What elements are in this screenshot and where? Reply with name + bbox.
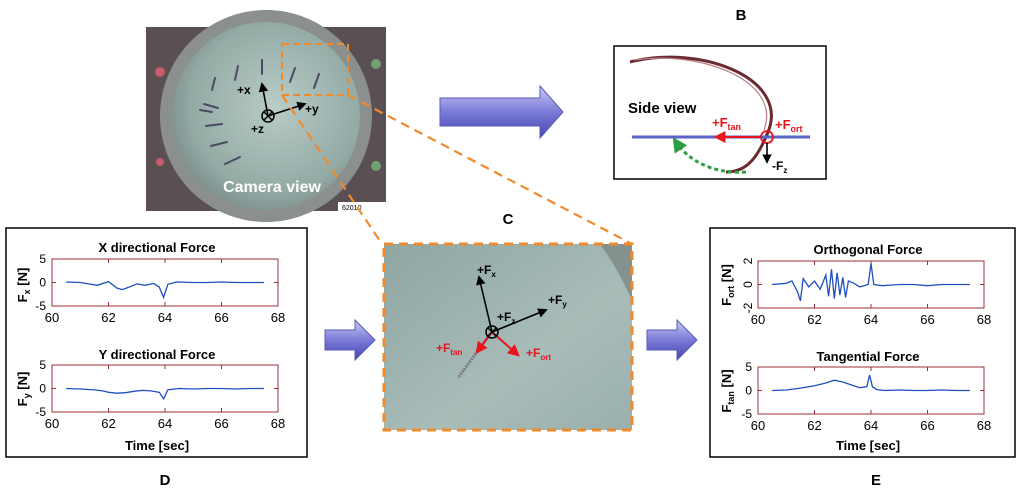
side-view-panel: Side view +Ftan +Fort -Fz: [613, 45, 827, 180]
x-tick-label: 60: [751, 418, 765, 433]
label-f-ort: +Fort: [775, 117, 803, 134]
label-ftan: +Ftan: [436, 341, 462, 357]
y-tick-label: -2: [741, 302, 755, 313]
label-fy: +Fy: [548, 293, 567, 309]
x-tick-label: 60: [45, 416, 59, 431]
x-tick-label: 68: [271, 416, 285, 431]
series-line: [772, 263, 970, 302]
x-tick-label: 66: [920, 312, 934, 327]
chart-y-force: 5 0 -560 62 64 66 68: [35, 358, 285, 431]
fy-arrow: [491, 308, 548, 333]
whisker-side-profile: [629, 55, 773, 174]
frame-number-box: [338, 202, 386, 211]
axis-label-z: +z: [251, 122, 264, 136]
label-fx: +Fx: [477, 263, 496, 279]
y-axis-label-ftan: Ftan [N]: [719, 369, 736, 412]
camera-view-caption: Camera view: [223, 179, 321, 196]
panel-label-e: E: [871, 472, 881, 489]
x-tick-label: 68: [271, 310, 285, 325]
fz-into-page-icon: [485, 325, 499, 339]
slip-direction-arrow: [672, 137, 747, 174]
x-tick-label: 60: [751, 312, 765, 327]
zoom-region-box: [281, 43, 349, 96]
axis-label-y: +y: [305, 102, 319, 116]
chart-orthogonal-force: 2 0 -260 62 64 66 68: [741, 257, 991, 327]
y-tick-label: -5: [741, 407, 752, 421]
panel-label-b: B: [736, 7, 747, 24]
label-f-tan: +Ftan: [712, 115, 741, 132]
camera-lens-area: [172, 22, 360, 210]
x-tick-label: 68: [977, 312, 991, 327]
zoom-view-panel: +Fx +Fy +Fz +Ftan +Fort: [382, 242, 634, 432]
x-tick-label: 66: [920, 418, 934, 433]
zoom-frame: [382, 242, 634, 432]
chart-x-force: 5 0 -560 62 64 66 68: [35, 252, 285, 325]
zoom-connector-line: [347, 94, 633, 245]
y-tick-label: 0: [39, 382, 46, 396]
flow-arrow-c-to-e: [646, 318, 698, 362]
label-fz: -Fz: [772, 159, 787, 175]
y-tick-label: 5: [745, 360, 752, 374]
chart-title-orthogonal: Orthogonal Force: [813, 242, 922, 257]
y-axis-label-fort: Fort [N]: [719, 264, 736, 306]
x-tick-label: 62: [101, 310, 115, 325]
x-tick-label: 66: [214, 310, 228, 325]
x-axis-label-e: Time [sec]: [836, 438, 900, 453]
y-axis-label-fx: Fx [N]: [15, 268, 32, 303]
x-tick-label: 64: [864, 312, 878, 327]
side-view-caption: Side view: [628, 100, 697, 117]
x-tick-label: 62: [101, 416, 115, 431]
y-tick-label: 0: [39, 276, 46, 290]
led-light: [371, 161, 381, 171]
axis-label-x: +x: [237, 83, 251, 97]
y-tick-label: 5: [39, 358, 46, 372]
led-light: [371, 59, 381, 69]
led-light: [156, 158, 164, 166]
panel-label-c: C: [503, 211, 514, 228]
y-tick-label: -5: [35, 405, 46, 419]
x-axis-label-d: Time [sec]: [125, 438, 189, 453]
y-tick-label: 2: [741, 257, 755, 264]
x-tick-label: 64: [158, 416, 172, 431]
chart-title-y-force: Y directional Force: [99, 347, 216, 362]
chart-tangential-force: 5 0 -560 62 64 66 68: [741, 360, 991, 433]
y-axis-label-fy: Fy [N]: [15, 372, 32, 407]
camera-view-panel: +x +y +z Camera view 62010: [146, 10, 386, 222]
y-tick-label: -5: [35, 299, 46, 313]
x-tick-label: 60: [45, 310, 59, 325]
label-fort: +Fort: [526, 346, 551, 362]
zoom-image: [384, 244, 632, 430]
x-tick-label: 62: [807, 418, 821, 433]
label-fz-c: +Fz: [497, 310, 515, 326]
flow-arrow-d-to-c: [324, 318, 376, 362]
chart-title-tangential: Tangential Force: [816, 349, 919, 364]
y-tick-label: 0: [745, 384, 752, 398]
fx-arrow: [476, 275, 493, 333]
whisker-marks: [199, 59, 320, 165]
led-light: [155, 67, 165, 77]
panel-label-d: D: [160, 472, 171, 489]
x-tick-label: 62: [807, 312, 821, 327]
y-tick-label: 0: [741, 281, 755, 288]
chart-title-x-force: X directional Force: [98, 240, 215, 255]
series-line: [66, 280, 264, 300]
y-tick-label: 5: [39, 252, 46, 266]
x-tick-label: 64: [864, 418, 878, 433]
x-tick-label: 64: [158, 310, 172, 325]
flow-arrow-a-to-b: [439, 84, 564, 140]
x-tick-label: 66: [214, 416, 228, 431]
series-line: [772, 374, 970, 392]
series-line: [66, 387, 264, 401]
x-tick-label: 68: [977, 418, 991, 433]
z-axis-into-page-icon: [261, 109, 275, 123]
frame-number: 62010: [342, 205, 362, 212]
